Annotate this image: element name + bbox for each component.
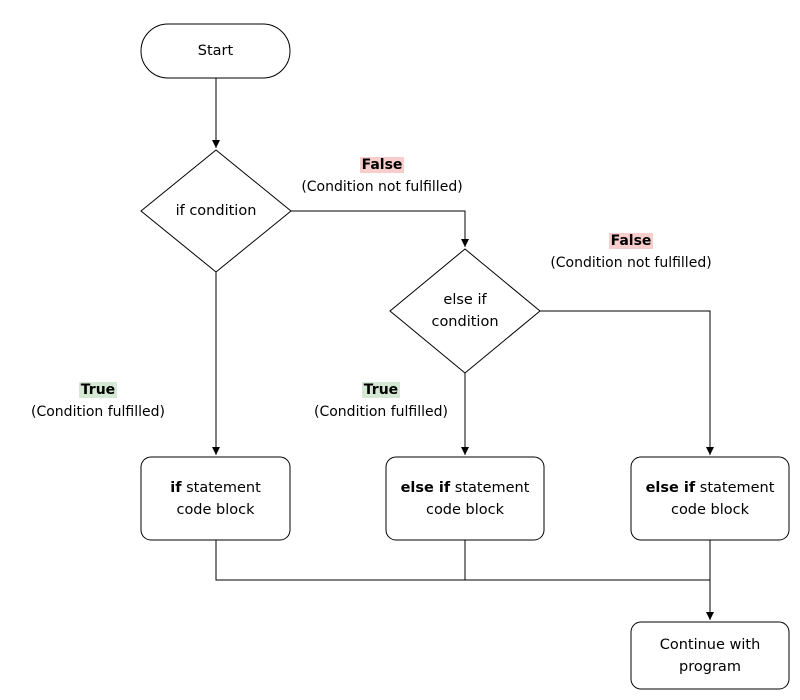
else-if-true-tag: True [361,382,401,398]
edge-if-false-to-else-if [291,210,469,247]
else-if-condition-decision [389,248,541,374]
else-if-false-tag: False [608,233,654,249]
if-false-label: False (Condition not fulfilled) [282,154,482,198]
if-true-label: True (Condition fulfilled) [8,379,188,423]
if-true-tag: True [78,382,118,398]
else-if-code-block-1 [385,456,545,541]
else-if-true-label: True (Condition fulfilled) [291,379,471,423]
edge-if-block-merge [215,540,710,581]
continue-terminal [630,621,790,690]
else-if-false-note: (Condition not fulfilled) [550,255,712,271]
edge-else-if-false-to-block [540,310,714,455]
start-terminal [140,23,291,79]
if-code-block [140,456,291,541]
if-false-tag: False [359,157,405,173]
if-true-note: (Condition fulfilled) [31,404,165,420]
else-if-false-label: False (Condition not fulfilled) [531,230,731,274]
else-if-true-note: (Condition fulfilled) [314,404,448,420]
else-if-code-block-2 [630,456,790,541]
if-condition-decision [140,149,292,273]
if-false-note: (Condition not fulfilled) [301,179,463,195]
